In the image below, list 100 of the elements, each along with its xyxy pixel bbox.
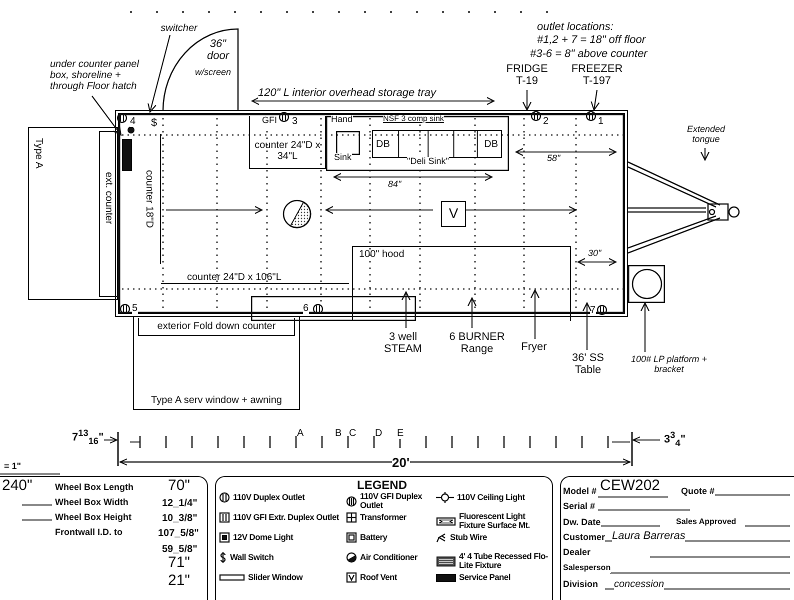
hand-sink — [336, 131, 360, 155]
fixture-label: Sink — [334, 153, 352, 163]
table-value: 107_5/8" — [158, 528, 199, 539]
leader-line — [92, 96, 122, 136]
callout-text: 36' SS Table — [570, 352, 606, 376]
counter-label: counter 24"D x 34"L — [254, 140, 322, 162]
callout-text: 6 BURNER Range — [448, 330, 506, 356]
fixture-label: NSF 3 comp sink — [383, 115, 444, 124]
steam-well-counter — [251, 296, 416, 321]
leader-line — [148, 34, 171, 113]
leader-line — [530, 289, 540, 339]
column-letter: D — [375, 428, 382, 439]
fixture-label: "Deli Sink" — [407, 157, 449, 167]
note-text: #3-6 = 8" above counter — [530, 48, 648, 60]
form-label: Model # — [563, 487, 597, 497]
legend-label: Stub Wire — [450, 532, 487, 542]
serving-window-frame — [28, 127, 118, 300]
dimension-label: 7$^{13}$$_{16}$" — [72, 428, 104, 446]
form-value: Laura Barreras — [612, 530, 686, 542]
outlet-number: 4 — [130, 116, 136, 127]
form-value: concession — [614, 579, 664, 590]
tongue-drawing — [628, 160, 740, 255]
leader-line — [590, 90, 600, 111]
drainboard-label: DB — [484, 138, 498, 150]
form-label: Salesperson — [563, 564, 611, 573]
form-label: Customer — [563, 533, 606, 543]
outlet-number: 3 — [292, 116, 298, 127]
table-label: Wheel Box Length — [55, 483, 134, 493]
dimension-label: 20' — [392, 456, 410, 470]
leader-line — [582, 302, 592, 350]
leader-line — [700, 148, 710, 161]
callout-text: under counter panel box, shoreline + through Floor hatch — [50, 58, 140, 92]
outlet-number: 1 — [598, 116, 604, 127]
fixture-label: Hand — [331, 115, 353, 125]
legend-label: Wall Switch — [230, 552, 274, 562]
leader-line — [640, 302, 650, 352]
callout-text: Fryer — [521, 340, 547, 354]
switch-symbol: $ — [150, 117, 158, 130]
dimension-label: 30" — [588, 249, 602, 259]
outlet-number: 6 — [303, 303, 309, 314]
counter-label: ext. counter — [103, 172, 114, 224]
leader-line — [467, 297, 477, 328]
vent-label: V — [448, 206, 458, 222]
legend-label: Transformer — [360, 512, 406, 522]
outlet-number: 7 — [590, 305, 596, 316]
legend-label: 110V Duplex Outlet — [233, 492, 305, 502]
form-label: Sales Approved — [676, 518, 736, 527]
form-label: Quote # — [681, 487, 715, 497]
roof-vent — [441, 201, 466, 227]
legend-label: Air Conditioner — [360, 552, 418, 562]
legend-label: Slider Window — [248, 572, 303, 582]
legend-label: Service Panel — [459, 572, 510, 582]
air-conditioner-circle — [282, 199, 312, 229]
drainboard-label: DB — [376, 138, 390, 150]
legend-label: 12V Dome Light — [233, 532, 294, 542]
leader-line — [401, 291, 411, 328]
outlet-number: 2 — [543, 116, 549, 127]
legend-title: LEGEND — [357, 479, 408, 492]
service-panel — [122, 139, 132, 171]
callout-text: FRIDGE T-19 — [505, 62, 549, 88]
callout-text: 3 well STEAM — [383, 330, 423, 356]
legend-label: 110V Ceiling Light — [457, 492, 525, 502]
column-letter: E — [397, 428, 404, 439]
leader-line — [522, 90, 532, 111]
note-text: outlet locations: — [537, 21, 614, 34]
window-label: Type A serv window + awning — [151, 395, 282, 406]
table-value: 10_3/8" — [162, 513, 198, 524]
note-text: #1,2 + 7 = 18" off floor — [537, 34, 646, 46]
legend-label: Battery — [360, 532, 388, 542]
door-note: w/screen — [194, 68, 232, 78]
column-letter: A — [297, 428, 304, 439]
legend-label: 110V GFI Extr. Duplex Outlet — [233, 512, 339, 522]
serving-window-frame — [133, 317, 300, 410]
dimension-label: 120" L interior overhead storage tray — [258, 87, 436, 100]
form-label: Dealer — [563, 548, 591, 558]
legend-label: 110V GFI Duplex Outlet — [360, 492, 424, 510]
outlet-number: 5 — [132, 303, 138, 314]
hood-label: 100" hood — [359, 249, 404, 260]
callout-text: FREEZER T-197 — [570, 62, 624, 88]
dimension-label: 3$^{3}$$_{4}$" — [664, 430, 686, 448]
callout-text: switcher — [160, 22, 198, 34]
table-value: 59_5/8" — [162, 544, 198, 555]
table-label: Frontwall I.D. to — [55, 528, 122, 538]
fold-down-counter — [138, 318, 295, 336]
table-value: 12_1/4" — [162, 498, 198, 509]
outlet-type-label: GFI — [262, 116, 277, 126]
form-label: Division — [563, 580, 598, 590]
legend-label: Fluorescent Light Fixture Surface Mt. — [459, 512, 531, 530]
window-label: Type A — [33, 138, 44, 169]
table-label: Wheel Box Height — [55, 513, 132, 523]
counter-label: exterior Fold down counter — [157, 321, 276, 332]
counter-label: counter 24"D x 106"L — [187, 272, 282, 283]
hood — [352, 246, 571, 321]
column-letter: B — [335, 428, 342, 439]
dimension-label: 84" — [388, 180, 402, 190]
door-label: 36" door — [206, 38, 230, 62]
form-label: Dw. Date — [563, 518, 601, 528]
dimension-label: 58" — [547, 154, 560, 164]
scale-label: = 1" — [4, 462, 22, 472]
form-label: Serial # — [563, 502, 596, 512]
